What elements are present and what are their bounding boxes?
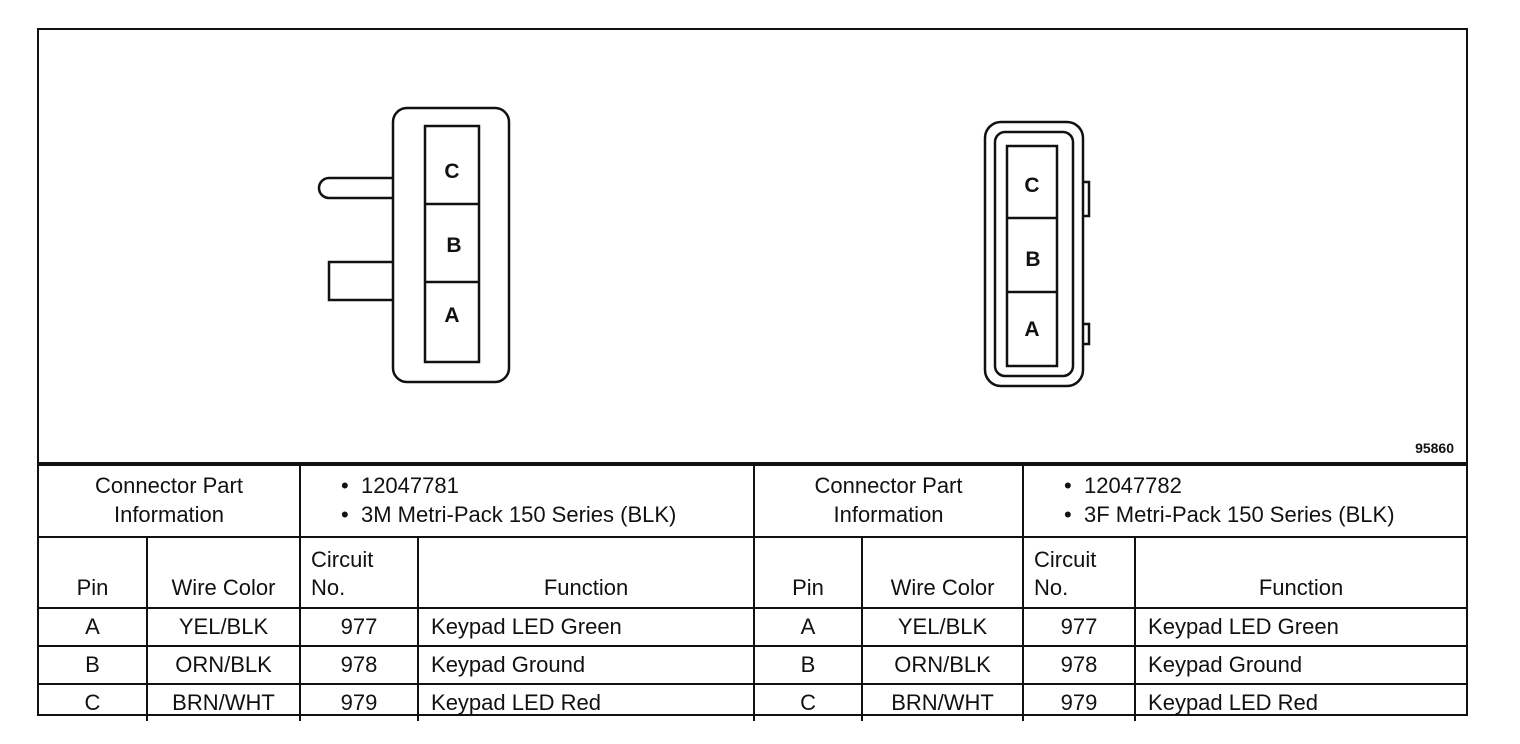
connector-left-key [327, 260, 393, 302]
left-wire-color: YEL/BLK [145, 607, 302, 647]
right-col-circuit-header: Circuit No. [1022, 536, 1137, 609]
right-circuit-no: 977 [1022, 607, 1137, 647]
left-col-wire-header: Wire Color [145, 536, 302, 609]
connector-right-outer-body [983, 120, 1085, 388]
connector-right-key-lower [1083, 322, 1091, 346]
left-function: Keypad Ground [417, 645, 756, 685]
connector-info-row: Connector Part Information • 12047781 • … [39, 464, 1467, 538]
right-function: Keypad LED Red [1134, 683, 1467, 721]
table-row: A YEL/BLK 977 Keypad LED Green A YEL/BLK… [39, 607, 1467, 647]
connector-left-pin-c-label: C [444, 160, 459, 183]
connector-right-info: • 12047782 • 3F Metri-Pack 150 Series (B… [1022, 464, 1467, 538]
left-pin: C [39, 683, 148, 721]
right-wire-color: YEL/BLK [861, 607, 1025, 647]
connector-figure: C B A C B A 95860 Connector Part [37, 28, 1468, 721]
left-circuit-no: 978 [299, 645, 420, 685]
right-function: Keypad Ground [1134, 645, 1467, 685]
connector-right-inner-body [993, 130, 1075, 378]
connector-left-body [391, 106, 511, 384]
connector-right-key-upper [1083, 180, 1091, 218]
connector-right-pin-a-label: A [1024, 318, 1039, 341]
left-pin: B [39, 645, 148, 685]
left-function: Keypad LED Green [417, 607, 756, 647]
table-row: B ORN/BLK 978 Keypad Ground B ORN/BLK 97… [39, 645, 1467, 685]
left-col-function-header: Function [417, 536, 756, 609]
connector-left-pin-b-label: B [446, 234, 461, 257]
right-wire-color: ORN/BLK [861, 645, 1025, 685]
connector-right-pin-b-label: B [1025, 248, 1040, 271]
series-text: 3F Metri-Pack 150 Series (BLK) [1083, 502, 1395, 527]
part-number-text: 12047782 [1083, 473, 1182, 499]
connector-right-pin-c-label: C [1024, 174, 1039, 197]
connector-right-info-label: Connector Part Information [753, 464, 1025, 538]
connector-illustrations: C B A C B A [317, 106, 1091, 388]
connector-pinout-table: Connector Part Information • 12047781 • … [39, 464, 1467, 721]
right-circuit-no: 978 [1022, 645, 1137, 685]
left-wire-color: ORN/BLK [145, 645, 302, 685]
figure-number: 95860 [1415, 440, 1454, 456]
right-col-wire-header: Wire Color [861, 536, 1025, 609]
right-pin: C [753, 683, 864, 721]
right-wire-color: BRN/WHT [861, 683, 1025, 721]
connector-drawing-area: C B A C B A 95860 [39, 30, 1466, 464]
right-function: Keypad LED Green [1134, 607, 1467, 647]
connector-right-part-number: • 12047782 [1064, 473, 1182, 499]
series-text: 3M Metri-Pack 150 Series (BLK) [360, 502, 677, 527]
left-wire-color: BRN/WHT [145, 683, 302, 721]
left-function: Keypad LED Red [417, 683, 756, 721]
connector-right-series: • 3F Metri-Pack 150 Series (BLK) [1064, 502, 1395, 527]
left-circuit-no: 977 [299, 607, 420, 647]
left-pin: A [39, 607, 148, 647]
table-row: C BRN/WHT 979 Keypad LED Red C BRN/WHT 9… [39, 683, 1467, 721]
right-circuit-no: 979 [1022, 683, 1137, 721]
connector-left-pin-a-label: A [444, 304, 459, 327]
part-number-text: 12047781 [360, 473, 459, 499]
connector-left-drawing [317, 106, 511, 384]
left-col-circuit-header: Circuit No. [299, 536, 420, 609]
connector-left-cavity-block [423, 124, 481, 364]
connector-left-info: • 12047781 • 3M Metri-Pack 150 Series (B… [299, 464, 756, 538]
connector-left-part-number: • 12047781 [341, 473, 459, 499]
right-pin: B [753, 645, 864, 685]
right-col-function-header: Function [1134, 536, 1467, 609]
pinout-header-row: Pin Wire Color Circuit No. Function Pin … [39, 536, 1467, 609]
left-circuit-no: 979 [299, 683, 420, 721]
right-col-pin-header: Pin [753, 536, 864, 609]
connector-left-series: • 3M Metri-Pack 150 Series (BLK) [341, 502, 677, 527]
connector-right-cavity-block [1005, 144, 1059, 368]
right-pin: A [753, 607, 864, 647]
connector-left-info-label: Connector Part Information [39, 464, 302, 538]
connector-left-latch [317, 176, 393, 200]
connector-right-drawing [983, 120, 1091, 388]
left-col-pin-header: Pin [39, 536, 148, 609]
